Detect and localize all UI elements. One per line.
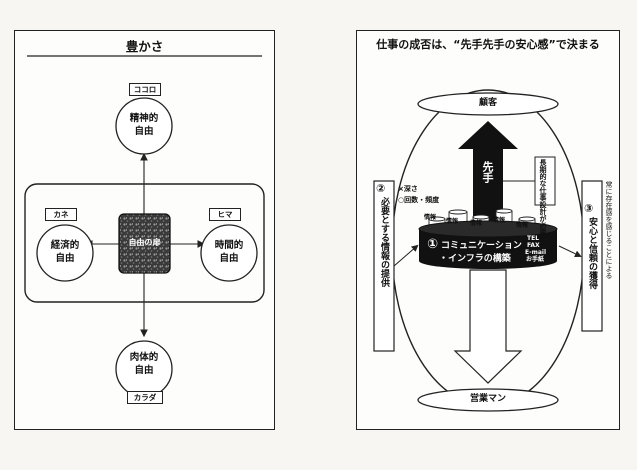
wealth-diagram	[24, 55, 265, 398]
economic-circle	[36, 224, 94, 282]
info-label-4: 情報	[493, 217, 506, 224]
depth-note: ×深さ	[398, 185, 418, 193]
spiritual-label-2: 自由	[134, 126, 154, 137]
down-arrow	[453, 269, 523, 384]
wealth-panel: 豊かさ ココロ 精神的 自由 カネ 経	[14, 30, 275, 430]
physical-label-2: 自由	[134, 365, 154, 376]
info-label-3: 情報	[470, 220, 483, 227]
security-diagram	[373, 89, 603, 412]
proactive-label: 先手	[481, 161, 494, 183]
time-label-2: 自由	[219, 253, 239, 264]
spiritual-label-1: 精神的	[129, 113, 159, 124]
info-label-1: 情報	[424, 214, 437, 221]
infra-line-1: コミュニケーション	[441, 241, 522, 251]
security-title: 仕事の成否は、“先手先手の安心感”で決まる	[376, 38, 600, 51]
time-tag: ヒマ	[209, 208, 241, 221]
info-provision-text: 必要とする情報の提供	[379, 197, 389, 287]
frequency-note: ○回数・頻度	[398, 196, 440, 204]
trust-note: 常に存在感を感じることによる	[605, 181, 613, 279]
spiritual-circle	[115, 97, 173, 155]
salesperson-ellipse	[417, 388, 559, 412]
freedom-door-label: 自由の扉	[128, 238, 161, 247]
salesperson-label: 営業マン	[469, 394, 506, 404]
proactive-arrow	[458, 121, 518, 223]
channel-email: E-mail	[525, 249, 547, 256]
infra-number: ①	[427, 237, 439, 252]
spiritual-tag: ココロ	[129, 83, 161, 96]
infra-line-2: ・インフラの構築	[439, 254, 511, 264]
info-label-5: 情報	[516, 222, 529, 229]
customer-label: 顧客	[478, 98, 497, 108]
economic-tag: カネ	[45, 208, 77, 221]
channel-tel: TEL	[527, 235, 540, 242]
physical-label-1: 肉体的	[129, 352, 159, 363]
economic-label-2: 自由	[55, 253, 75, 264]
time-circle	[200, 224, 258, 282]
long-term-note: 長期的な仕事設計が必要	[539, 159, 547, 236]
channel-fax: FAX	[527, 242, 540, 249]
sense-of-security-panel: 仕事の成否は、“先手先手の安心感”で決まる	[356, 30, 620, 430]
physical-tag: カラダ	[127, 391, 163, 404]
time-label-1: 時間的	[214, 240, 244, 251]
economic-label-1: 経済的	[50, 240, 80, 251]
freedom-door-image	[118, 213, 171, 274]
channel-letter: お手紙	[526, 256, 545, 263]
customer-ellipse	[417, 92, 559, 116]
info-provision-number: ②	[376, 182, 386, 195]
wealth-title: 豊かさ	[125, 39, 164, 54]
info-label-2: 情報	[446, 218, 459, 225]
trust-box	[581, 180, 603, 332]
trust-text: 安心と信頼の獲得	[587, 217, 597, 289]
infrastructure-cylinder	[419, 229, 557, 269]
trust-number: ③	[584, 202, 594, 215]
